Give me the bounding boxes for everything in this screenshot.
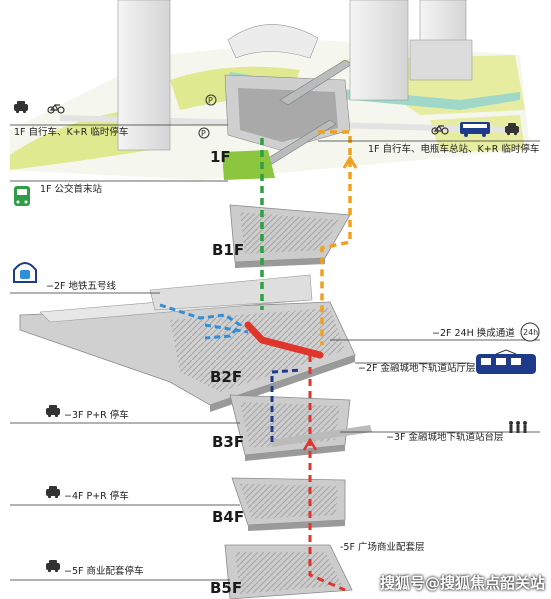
parking-icon: P P — [198, 94, 217, 139]
label-bus-terminal: 1F 公交首末站 — [40, 183, 103, 195]
svg-text:24h: 24h — [523, 328, 538, 337]
bicycle-icon — [47, 103, 65, 114]
slab-b2 — [19, 274, 356, 412]
svg-text:P: P — [201, 129, 206, 138]
pedestrians-icon — [509, 421, 527, 433]
label-pr-b3: −3F P+R 停车 — [64, 409, 129, 421]
car-icon — [46, 486, 60, 499]
car-icon — [14, 101, 28, 114]
route-red — [244, 321, 346, 592]
label-retail-parking: −5F 商业配套停车 — [64, 565, 144, 577]
car-icon — [46, 560, 60, 573]
tram-icon — [476, 349, 536, 374]
floor-tag-b4: B4F — [212, 508, 244, 526]
car-icon — [46, 405, 60, 418]
car-icon — [505, 123, 519, 136]
leader-lines — [10, 124, 540, 581]
slab-b5 — [224, 544, 353, 599]
label-metro-line5: −2F 地铁五号线 — [46, 280, 116, 292]
slab-b4 — [231, 477, 346, 531]
label-b5-note: -5F 广场商业配套层 — [340, 541, 424, 553]
slab-b3 — [229, 394, 372, 461]
route-blue — [159, 303, 249, 340]
bus-icon — [14, 186, 30, 206]
svg-text:P: P — [208, 96, 213, 105]
label-1f-right: 1F 自行车、电瓶车总站、K+R 临时停车 — [368, 143, 539, 155]
bicycle-icon — [431, 124, 449, 135]
slab-b1 — [229, 204, 351, 268]
route-navy — [270, 368, 303, 442]
floor-tag-b2: B2F — [210, 368, 242, 386]
floor-tag-b5: B5F — [210, 579, 242, 597]
label-financial-city-hall: −2F 金融城地下轨道站厅层 — [358, 362, 476, 374]
route-orange — [318, 130, 358, 345]
label-financial-city-platform: −3F 金融城地下轨道站台层 — [386, 431, 504, 443]
label-1f-left: 1F 自行车、K+R 临时停车 — [14, 126, 128, 138]
floor-tag-1f: 1F — [210, 148, 231, 166]
label-24h-transfer: −2F 24H 换成通道 — [432, 327, 515, 339]
floor-tag-b1: B1F — [212, 241, 244, 259]
metro-icon — [13, 262, 37, 283]
label-pr-b4: −4F P+R 停车 — [64, 490, 129, 502]
bus-icon — [460, 122, 490, 137]
floor-tag-b3: B3F — [212, 433, 244, 451]
watermark: 搜狐号@搜狐焦点韶关站 — [379, 574, 545, 592]
clock-24h-icon: 24h — [520, 322, 540, 342]
